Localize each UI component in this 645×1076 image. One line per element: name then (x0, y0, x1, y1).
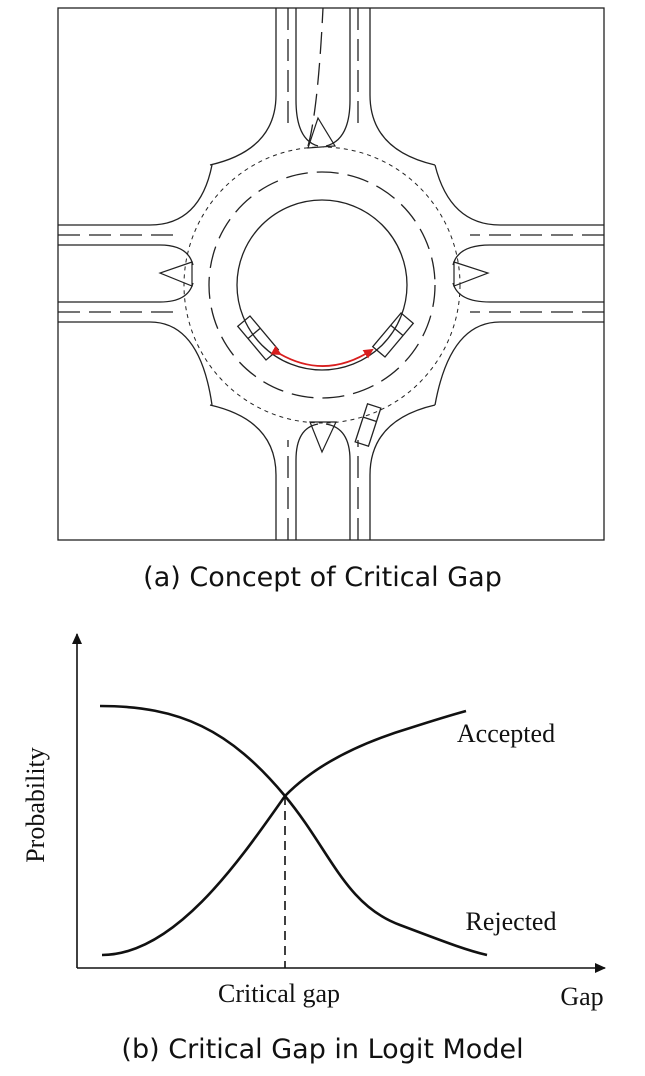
west-approach (58, 164, 213, 406)
rejected-label: Rejected (466, 907, 557, 936)
south-approach (209, 404, 436, 540)
diagram-frame (57, 7, 605, 541)
central-island (236, 199, 408, 371)
accepted-curve (101, 709, 467, 957)
vehicle-entering (354, 402, 382, 448)
yield-line-ring (183, 146, 461, 424)
critical-gap-label: Critical gap (218, 979, 340, 1008)
logit-model-chart: Probability Gap Critical gap Accepted Re… (21, 633, 606, 1011)
caption-b: (b) Critical Gap in Logit Model (121, 1034, 524, 1065)
caption-a: (a) Concept of Critical Gap (143, 562, 502, 593)
circulating-lane-divider (208, 171, 436, 399)
east-approach (434, 164, 604, 406)
y-axis-label: Probability (21, 747, 50, 863)
rejected-curve (99, 704, 488, 957)
x-axis-label: Gap (560, 982, 603, 1011)
accepted-label: Accepted (457, 719, 555, 748)
critical-gap-arrow (270, 345, 374, 367)
vehicle-right (371, 312, 415, 358)
roundabout-diagram (57, 7, 605, 541)
north-approach (209, 7, 436, 166)
